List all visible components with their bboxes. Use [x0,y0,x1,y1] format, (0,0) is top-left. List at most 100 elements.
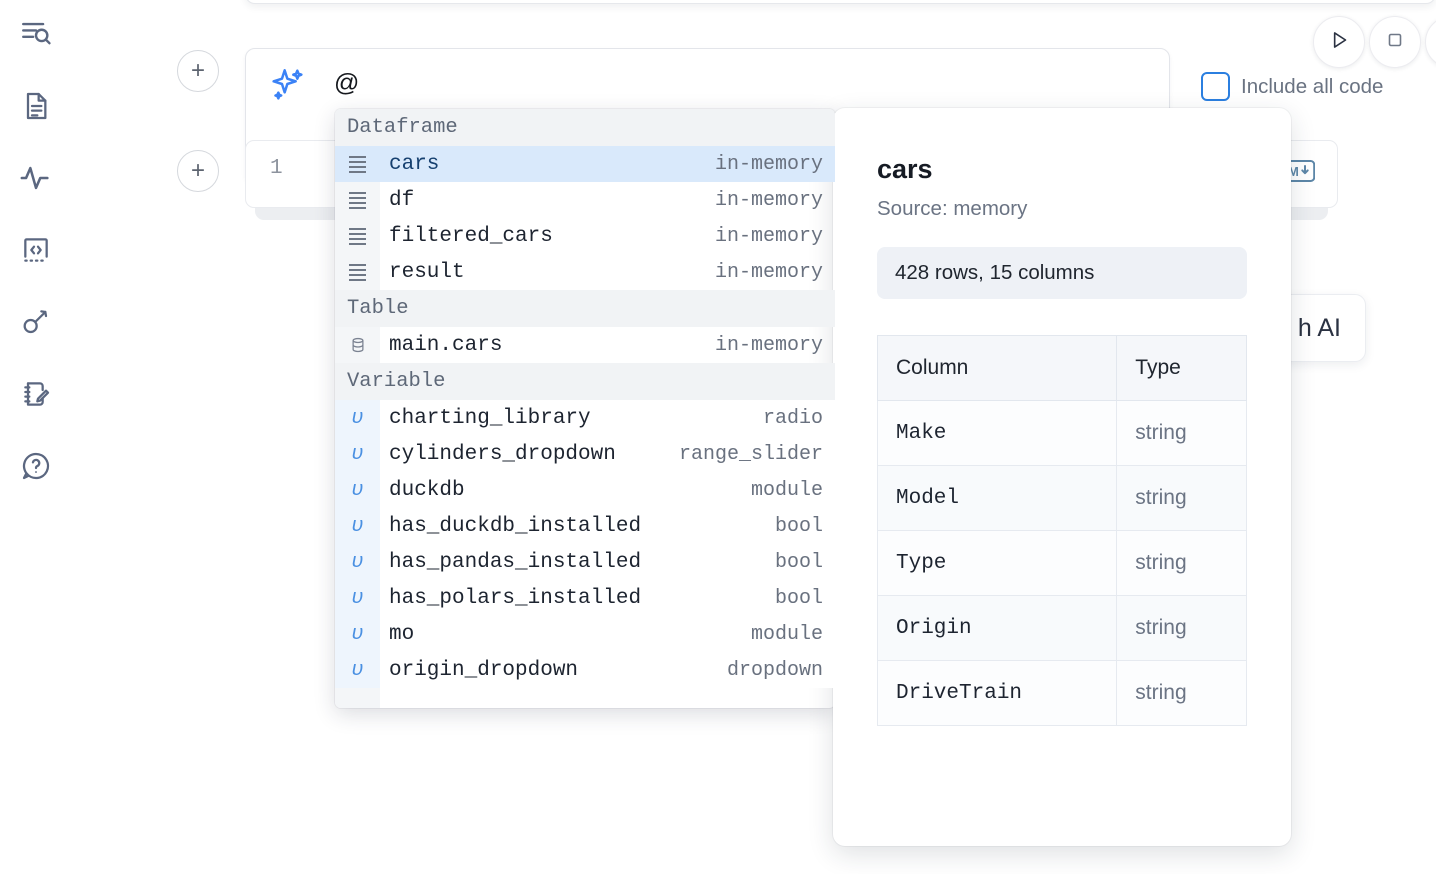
autocomplete-item[interactable]: main.cars in-memory [335,327,835,363]
schema-column-type: string [1116,660,1247,726]
dataframe-icon [349,189,366,212]
activity-pulse-icon [19,161,53,200]
sidebar-item-activity[interactable] [14,158,58,202]
preview-stats-badge: 428 rows, 15 columns [877,247,1247,299]
ai-prompt-input[interactable]: @ [334,69,360,97]
add-cell-above-button[interactable]: + [177,50,219,92]
autocomplete-item-type: bool [774,514,823,538]
autocomplete-item-name: df [389,188,415,212]
sidebar-item-scratchpad[interactable] [14,374,58,418]
file-document-icon [20,90,52,127]
variable-icon: υ [335,508,380,544]
variable-icon: υ [335,544,380,580]
explore-outline-icon [19,17,53,56]
line-number: 1 [270,157,283,180]
schema-column-header: Column [876,335,1118,401]
autocomplete-item-name: cylinders_dropdown [389,442,616,466]
dataframe-icon [349,153,366,176]
autocomplete-item-name: mo [389,622,415,646]
dataframe-icon [349,261,366,284]
schema-column-name: Model [876,465,1118,531]
autocomplete-item-name: filtered_cars [389,224,553,248]
sidebar-item-outline[interactable] [14,14,58,58]
add-cell-below-button[interactable]: + [177,150,219,192]
previous-cell-container [245,0,1436,4]
variable-icon: υ [335,652,380,688]
more-actions-button[interactable] [1425,16,1436,68]
dataframe-preview-panel: cars Source: memory 428 rows, 15 columns… [833,108,1291,846]
scratchpad-edit-icon [20,378,52,415]
schema-type-header: Type [1116,335,1247,401]
dataframe-icon [349,225,366,248]
schema-column-name: DriveTrain [876,660,1118,726]
svg-text:M: M [1288,164,1299,179]
schema-column-name: Type [876,530,1118,596]
schema-column-name: Make [876,400,1118,466]
plus-icon: + [190,57,205,84]
dataframe-icon [335,225,380,248]
autocomplete-item-name: has_duckdb_installed [389,514,642,538]
autocomplete-group-header: Dataframe [335,109,835,146]
schema-column-type: string [1116,530,1247,596]
autocomplete-item-name: has_pandas_installed [389,550,642,574]
autocomplete-item[interactable]: υ has_duckdb_installed bool [335,508,835,544]
autocomplete-group-header: Variable [335,363,835,400]
variable-icon: υ [335,472,380,508]
autocomplete-item-name: charting_library [389,406,591,430]
help-question-icon [20,450,52,487]
run-button[interactable] [1313,16,1365,68]
variable-icon: υ [335,616,380,652]
include-all-code-row[interactable]: Include all code [1201,72,1383,101]
autocomplete-item-name: has_polars_installed [389,586,642,610]
include-all-code-label: Include all code [1241,74,1384,98]
key-secrets-icon [20,306,52,343]
autocomplete-item-name: origin_dropdown [389,658,579,682]
include-all-code-checkbox[interactable] [1201,72,1230,101]
variable-icon: υ [335,580,380,616]
autocomplete-item-type: dropdown [726,658,823,682]
autocomplete-item-type: module [750,478,823,502]
stop-button[interactable] [1369,16,1421,68]
schema-column-name: Origin [876,595,1118,661]
sidebar-item-files[interactable] [14,86,58,130]
dataframe-icon [335,261,380,284]
autocomplete-group-header: Table [335,290,835,327]
autocomplete-item-name: result [389,260,465,284]
sidebar-item-snippets[interactable] [14,230,58,274]
autocomplete-item-name: duckdb [389,478,465,502]
variable-icon: υ [335,400,380,436]
variable-icon: υ [335,436,380,472]
sidebar-item-secrets[interactable] [14,302,58,346]
schema-column-type: string [1116,400,1247,466]
autocomplete-item-type: in-memory [714,333,823,357]
preview-source: Source: memory [877,197,1028,220]
table-database-icon [351,337,364,353]
plus-icon: + [190,157,205,184]
autocomplete-item-name: main.cars [389,333,503,357]
play-triangle-icon [1326,27,1352,58]
ai-sparkle-icon [268,65,308,105]
autocomplete-item-type: in-memory [714,152,823,176]
autocomplete-item[interactable]: υ origin_dropdown dropdown [335,652,835,688]
schema-column-type: string [1116,465,1247,531]
autocomplete-item-type: module [750,622,823,646]
sidebar-item-help[interactable] [14,446,58,490]
